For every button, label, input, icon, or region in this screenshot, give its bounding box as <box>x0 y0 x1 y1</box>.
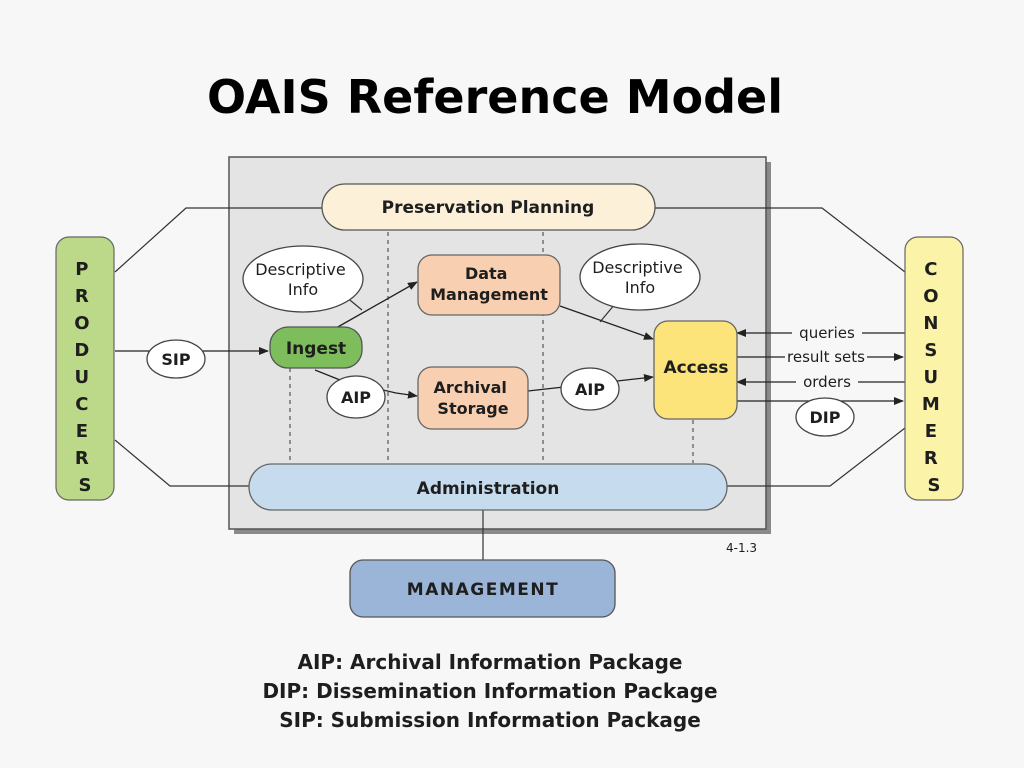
aip-bubble-right <box>560 367 620 411</box>
consumers-bar <box>904 236 964 501</box>
legend-aip: AIP: Archival Information Package <box>297 650 683 674</box>
descriptive-info-left-label: Descriptive Info <box>255 260 351 299</box>
aip-label-right: AIP <box>575 380 605 399</box>
legend: AIP: Archival Information Package DIP: D… <box>0 648 980 735</box>
producers-label: P R O D U C E R S <box>74 259 96 496</box>
orders-label: orders <box>803 373 851 391</box>
data-management-to-access-arrow <box>559 305 654 340</box>
figure-number: 4-1.3 <box>726 541 757 555</box>
data-management-box <box>417 254 561 316</box>
slide-title: OAIS Reference Model <box>207 70 783 124</box>
access-box <box>653 320 738 420</box>
legend-dip: DIP: Dissemination Information Package <box>262 679 718 703</box>
sip-label: SIP <box>161 350 190 369</box>
preservation-planning-box <box>321 183 656 231</box>
dashed-lines <box>289 232 694 463</box>
legend-sip: SIP: Submission Information Package <box>279 708 701 732</box>
data-management-label: Data Management <box>430 264 548 304</box>
result-sets-label: result sets <box>787 348 865 366</box>
archival-storage-label: Archival Storage <box>434 378 513 418</box>
preservation-planning-label: Preservation Planning <box>382 198 595 218</box>
ingest-box <box>269 326 363 369</box>
management-label: MANAGEMENT <box>407 580 559 600</box>
administration-box <box>248 463 728 511</box>
access-label: Access <box>663 358 728 378</box>
archival-storage-box <box>417 366 529 430</box>
producers-bar <box>55 236 115 501</box>
queries-label: queries <box>799 324 855 342</box>
consumers-label: C O N S U M E R S <box>922 259 946 496</box>
aip-label-left: AIP <box>341 388 371 407</box>
dip-label: DIP <box>810 408 841 427</box>
aip-bubble-left <box>326 375 386 419</box>
sip-bubble <box>146 339 206 379</box>
ingest-to-data-management-arrow <box>335 281 418 329</box>
dip-bubble <box>795 397 855 437</box>
administration-label: Administration <box>417 479 560 499</box>
ingest-label: Ingest <box>286 339 346 359</box>
descriptive-info-left <box>242 245 364 313</box>
descriptive-info-right-label: Descriptive Info <box>592 258 688 297</box>
management-box <box>349 559 616 618</box>
descriptive-info-right <box>579 243 701 311</box>
